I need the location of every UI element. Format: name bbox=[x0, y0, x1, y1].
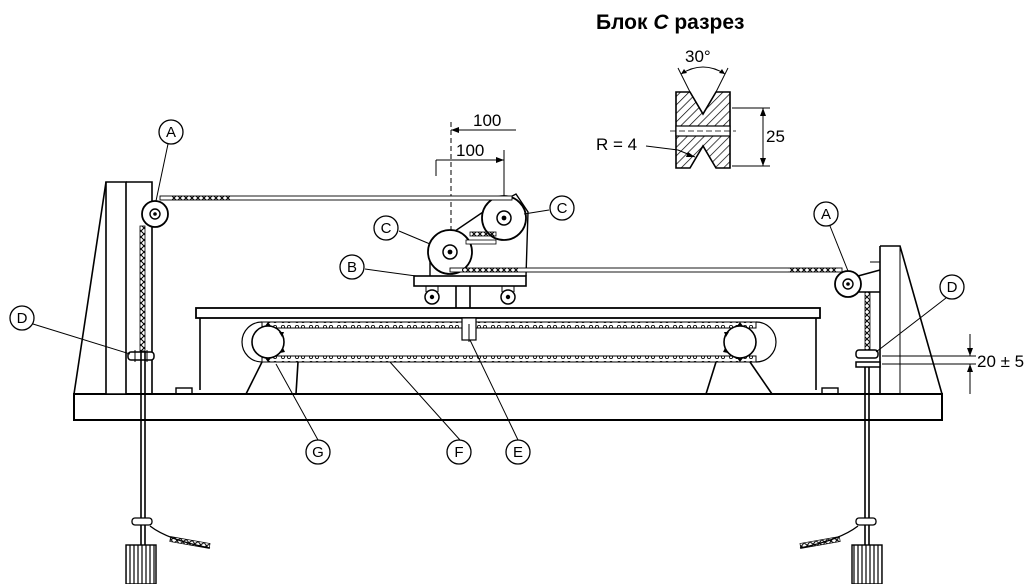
svg-text:F: F bbox=[454, 444, 463, 461]
carriage bbox=[413, 275, 527, 308]
offset-upper-label: 100 bbox=[473, 111, 501, 130]
svg-text:B: B bbox=[347, 259, 357, 276]
gap-label: 20 ± 5 bbox=[977, 352, 1024, 371]
svg-text:A: A bbox=[821, 206, 831, 223]
rod-left bbox=[125, 351, 211, 584]
svg-text:E: E bbox=[513, 444, 523, 461]
chain-pointer bbox=[461, 317, 477, 342]
table-frame bbox=[195, 307, 821, 395]
radius-label: R = 4 bbox=[596, 135, 637, 154]
callout-f: F bbox=[446, 439, 472, 465]
offset-dimensions: 100 100 bbox=[435, 111, 516, 232]
rod-right bbox=[799, 367, 883, 584]
callout-d-left: D bbox=[9, 305, 35, 331]
callout-b: B bbox=[339, 254, 365, 280]
callout-g: G bbox=[305, 439, 331, 465]
sprocket-right bbox=[723, 322, 757, 362]
pulley-c-left bbox=[427, 229, 473, 275]
svg-text:G: G bbox=[312, 444, 324, 461]
height-label: 25 bbox=[766, 127, 785, 146]
base-plate bbox=[73, 387, 943, 421]
svg-text:D: D bbox=[947, 279, 958, 296]
angle-dimension: 30° bbox=[677, 47, 729, 93]
block-c-section: Блок C разрез 30° 25 R = 4 bbox=[596, 11, 785, 169]
svg-text:A: A bbox=[166, 124, 176, 141]
svg-text:C: C bbox=[557, 200, 568, 217]
angle-label: 30° bbox=[685, 47, 711, 66]
gap-dimension: 20 ± 5 bbox=[882, 334, 1024, 394]
conveyor-chain bbox=[241, 321, 777, 363]
section-title: Блок C разрез bbox=[596, 11, 745, 34]
left-upright bbox=[73, 181, 153, 395]
radius-dimension: R = 4 bbox=[596, 135, 696, 158]
pulley-c-right bbox=[481, 195, 527, 241]
callout-leaders bbox=[32, 143, 947, 441]
svg-text:D: D bbox=[17, 310, 28, 327]
sprocket-left bbox=[251, 322, 285, 362]
callout-e: E bbox=[505, 439, 531, 465]
callout-a-right: A bbox=[813, 201, 839, 227]
height-dimension: 25 bbox=[732, 107, 785, 167]
clamp-right bbox=[855, 349, 881, 368]
callout-d-right: D bbox=[939, 274, 965, 300]
pulley-a-left bbox=[141, 200, 169, 228]
callout-c-right: C bbox=[549, 195, 575, 221]
callout-a-left: A bbox=[158, 119, 184, 145]
pulley-a-right bbox=[834, 269, 881, 298]
svg-text:C: C bbox=[381, 220, 392, 237]
right-upright bbox=[870, 245, 943, 395]
offset-lower-label: 100 bbox=[456, 141, 484, 160]
callout-c-left: C bbox=[373, 215, 399, 241]
pulley-section-body bbox=[670, 91, 736, 169]
